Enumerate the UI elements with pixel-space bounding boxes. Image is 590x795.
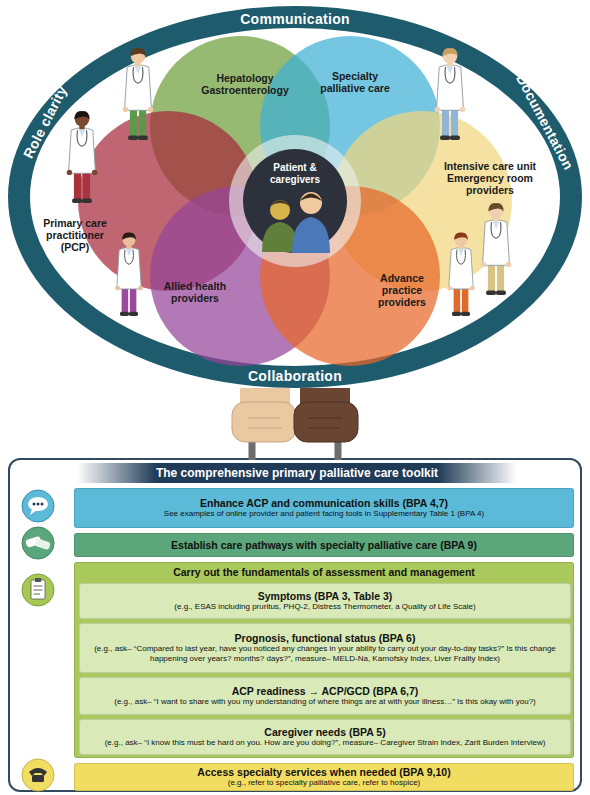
ring-inner — [30, 28, 560, 366]
toolkit-handle — [252, 420, 338, 460]
assessment-item: Prognosis, functional status (BPA 6)(e.g… — [79, 623, 571, 673]
patient-label: Patient & caregivers — [263, 162, 327, 185]
row-heading: Enhance ACP and communication skills (BP… — [194, 497, 454, 510]
center-halo — [229, 135, 361, 267]
row-heading: ACP readiness → ACP/GCD (BPA 6,7) — [226, 685, 425, 698]
row-heading: Establish care pathways with specialty p… — [165, 539, 483, 552]
row-heading: Access specialty services when needed (B… — [191, 766, 456, 779]
assessment-item: Caregiver needs (BPA 5)(e.g., ask– “I kn… — [79, 719, 571, 755]
team-label: Advance practice providers — [365, 272, 439, 308]
collaboration-ring: CommunicationRole clarityDocumentationCo… — [8, 6, 582, 388]
fist — [232, 402, 296, 442]
assessment-group: Carry out the fundamentals of assessment… — [74, 562, 574, 758]
patient-circle: Patient & caregivers — [229, 135, 361, 267]
row-detail: (e.g., ask– “I want to share with you my… — [106, 697, 544, 707]
row-heading: Caregiver needs (BPA 5) — [258, 726, 391, 739]
fist — [294, 402, 358, 442]
hands-and-handle — [232, 388, 358, 460]
toolkit-row: Access specialty services when needed (B… — [74, 763, 574, 791]
center-disc — [243, 149, 347, 253]
row-detail: (e.g., ask– “Compared to last year, have… — [80, 644, 570, 664]
ring-outer — [8, 6, 582, 388]
team-label: Specialty palliative care — [315, 70, 395, 94]
ring-label: Communication — [195, 11, 395, 27]
toolkit-panel: The comprehensive primary palliative car… — [8, 458, 582, 792]
row-heading: Symptoms (BPA 3, Table 3) — [252, 590, 399, 603]
row-heading: Prognosis, functional status (BPA 6) — [229, 632, 422, 645]
row-detail: (e.g., ESAS including pruritus, PHQ-2, D… — [166, 602, 483, 612]
assessment-item: ACP readiness → ACP/GCD (BPA 6,7)(e.g., … — [79, 677, 571, 715]
row-detail: See examples of online provider and pati… — [156, 509, 492, 519]
row-heading: Carry out the fundamentals of assessment… — [167, 566, 481, 579]
team-label: Hepatology Gastroenterology — [190, 72, 300, 96]
team-label: Intensive care unit Emergency room provi… — [440, 160, 540, 196]
arm — [240, 388, 290, 410]
toolkit-title: The comprehensive primary palliative car… — [77, 463, 517, 483]
row-detail: (e.g., ask– “I know this must be hard on… — [97, 738, 554, 748]
row-detail: (e.g., refer to specialty palliative car… — [220, 778, 429, 788]
ring-label: Collaboration — [195, 368, 395, 384]
assessment-item: Symptoms (BPA 3, Table 3)(e.g., ESAS inc… — [79, 583, 571, 619]
team-label: Allied health providers — [157, 280, 233, 304]
toolkit-row: Establish care pathways with specialty p… — [74, 533, 574, 557]
arm — [300, 388, 350, 410]
team-label: Primary care practitioner (PCP) — [37, 217, 113, 253]
toolkit-row: Enhance ACP and communication skills (BP… — [74, 488, 574, 528]
center-shape — [229, 135, 361, 267]
team-disc — [260, 186, 440, 366]
